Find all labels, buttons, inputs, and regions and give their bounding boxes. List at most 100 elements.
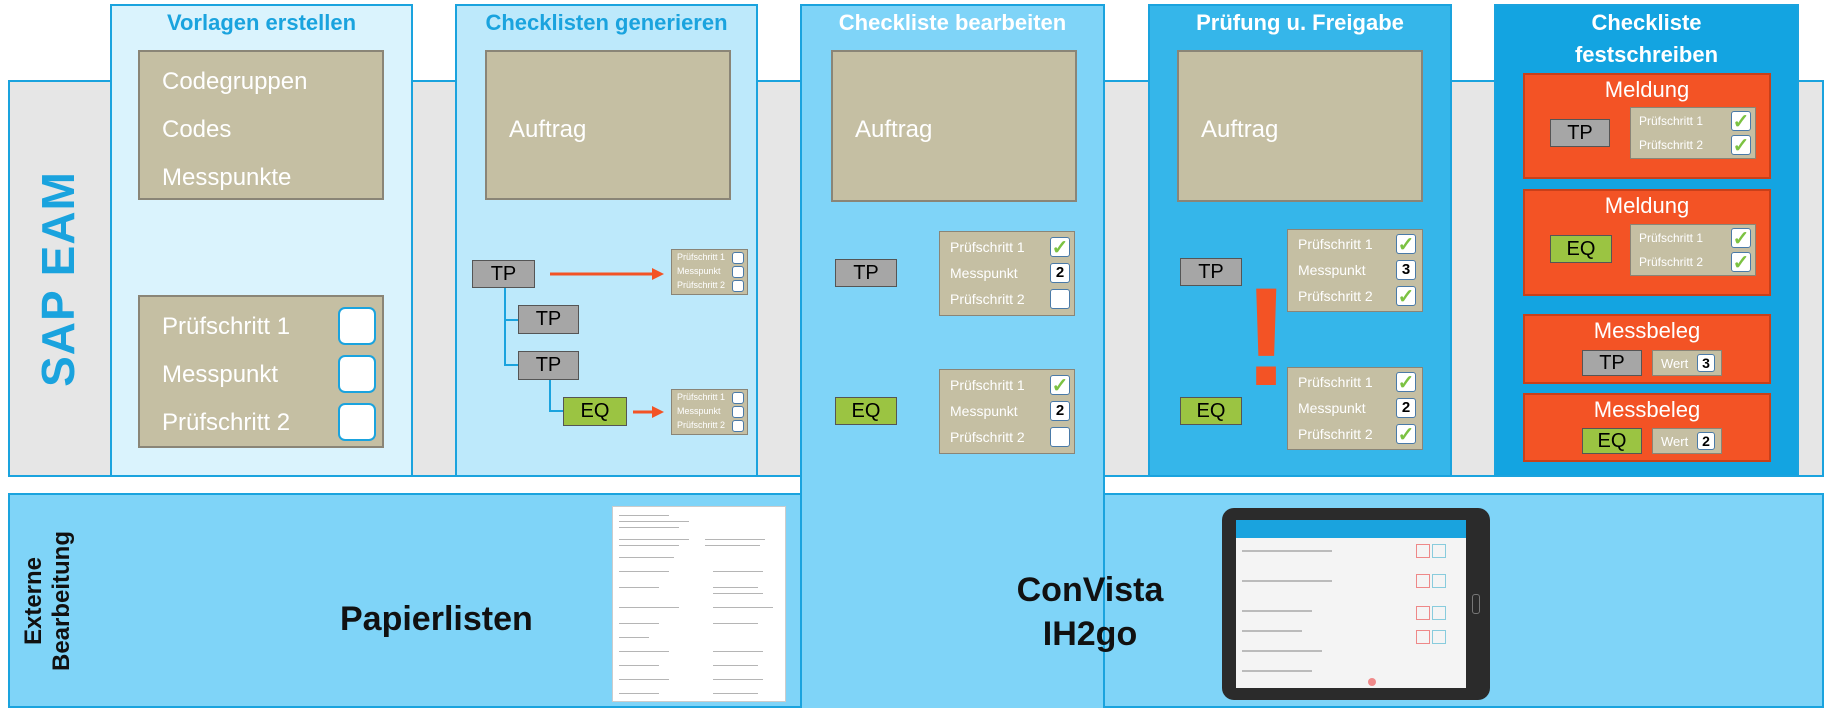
hierarchy-line	[504, 287, 506, 320]
value-box: 2	[1050, 401, 1070, 421]
checklist-row: Prüfschritt 1	[1639, 231, 1704, 245]
wert-field: Wert 2	[1652, 428, 1722, 454]
mini-row: Prüfschritt 1	[677, 392, 726, 402]
template-steps-box: Prüfschritt 1 Messpunkt Prüfschritt 2	[138, 295, 384, 448]
column-title: Checkliste bearbeiten	[838, 10, 1067, 35]
paper-checklist-image	[612, 506, 786, 702]
arrow-head	[652, 268, 664, 280]
checkbox	[732, 280, 744, 292]
checkbox	[1050, 427, 1070, 447]
tp-tag: TP	[518, 351, 579, 380]
template-item: Messpunkte	[162, 164, 292, 191]
messbeleg-title: Messbeleg	[1593, 318, 1701, 343]
template-step: Prüfschritt 1	[162, 313, 291, 340]
value-box: 2	[1697, 432, 1715, 450]
checklist-eq: Prüfschritt 1 Messpunkt Prüfschritt 2 2	[1287, 367, 1423, 450]
checklist-row: Messpunkt	[950, 265, 1018, 281]
hierarchy-line	[549, 378, 551, 411]
tp-tag: TP	[1582, 350, 1642, 376]
hierarchy-line	[504, 319, 518, 321]
column-title: Checklisten generieren	[485, 10, 728, 35]
checkbox-checked	[1396, 424, 1416, 444]
papierlisten-label: Papierlisten	[340, 600, 533, 638]
auftrag-label: Auftrag	[855, 116, 933, 143]
template-step: Prüfschritt 2	[162, 409, 291, 436]
eq-tag: EQ	[1180, 397, 1242, 425]
column-title: Vorlagen erstellen	[166, 10, 357, 35]
checklist-row: Prüfschritt 1	[950, 239, 1025, 255]
checkbox-checked	[1731, 252, 1751, 272]
tp-tag: TP	[1180, 258, 1242, 286]
checklist-row: Prüfschritt 2	[950, 429, 1025, 445]
checklist-row: Prüfschritt 2	[1298, 426, 1373, 442]
mini-row: Prüfschritt 1	[677, 252, 726, 262]
eq-tag: EQ	[835, 397, 897, 425]
messbeleg-box-eq: Messbeleg EQ Wert 2	[1523, 393, 1771, 462]
template-item: Codegruppen	[162, 68, 308, 95]
checklist-row: Prüfschritt 1	[1298, 236, 1373, 252]
auftrag-box: Auftrag	[1177, 50, 1423, 202]
convista-label: ConVista IH2go	[1000, 568, 1180, 656]
meldung-box-tp: Meldung TP Prüfschritt 1 Prüfschritt 2	[1523, 73, 1771, 179]
mini-row: Messpunkt	[677, 266, 721, 276]
messbeleg-title: Messbeleg	[1593, 397, 1701, 422]
tablet-image	[1222, 508, 1490, 700]
exclamation-mark: !	[1243, 258, 1290, 415]
eq-tag: EQ	[1582, 428, 1642, 454]
checklist-row: Messpunkt	[1298, 262, 1366, 278]
checkbox-checked	[1050, 375, 1070, 395]
messbeleg-box-tp: Messbeleg TP Wert 3	[1523, 314, 1771, 384]
eq-tag: EQ	[563, 397, 627, 426]
wert-field: Wert 3	[1652, 350, 1722, 376]
checklist-eq: Prüfschritt 1 Messpunkt Prüfschritt 2 2	[939, 369, 1075, 454]
short-checklist: Prüfschritt 1 Prüfschritt 2	[1630, 107, 1756, 159]
mini-checklist: Prüfschritt 1 Messpunkt Prüfschritt 2	[671, 389, 748, 435]
checkbox	[732, 392, 744, 404]
meldung-box-eq: Meldung EQ Prüfschritt 1 Prüfschritt 2	[1523, 189, 1771, 296]
wert-label: Wert	[1661, 356, 1689, 371]
mini-row: Messpunkt	[677, 406, 721, 416]
checkbox	[338, 307, 376, 345]
eq-tag: EQ	[1550, 235, 1612, 263]
hierarchy-line	[504, 364, 518, 366]
checklist-row: Messpunkt	[1298, 400, 1366, 416]
tp-tag: TP	[1550, 119, 1610, 147]
checkbox	[732, 406, 744, 418]
checklist-row: Prüfschritt 1	[1639, 114, 1704, 128]
hierarchy-line	[504, 319, 506, 365]
tp-tag: TP	[835, 259, 897, 287]
column-title-line1: Checkliste	[1591, 10, 1702, 35]
checklist-row: Prüfschritt 1	[950, 377, 1025, 393]
value-box: 2	[1050, 263, 1070, 283]
tp-tag: TP	[472, 260, 535, 288]
template-item: Codes	[162, 116, 232, 143]
meldung-title: Meldung	[1604, 77, 1690, 102]
checkbox-checked	[1731, 135, 1751, 155]
checklist-row: Prüfschritt 2	[1639, 255, 1704, 269]
auftrag-label: Auftrag	[1201, 116, 1279, 143]
mini-row: Prüfschritt 2	[677, 280, 726, 290]
checkbox	[732, 420, 744, 432]
mini-checklist: Prüfschritt 1 Messpunkt Prüfschritt 2	[671, 249, 748, 295]
checklist-row: Prüfschritt 2	[950, 291, 1025, 307]
arrow-head	[652, 406, 664, 418]
checkbox	[1050, 289, 1070, 309]
auftrag-box: Auftrag	[485, 50, 731, 200]
checkbox	[732, 266, 744, 278]
convista-line2: IH2go	[1042, 615, 1138, 653]
checkbox	[338, 355, 376, 393]
tp-tag: TP	[518, 305, 579, 334]
column-title-line2: festschreiben	[1574, 42, 1719, 67]
convista-line1: ConVista	[1016, 571, 1164, 609]
template-step: Messpunkt	[162, 361, 279, 388]
checklist-row: Prüfschritt 2	[1298, 288, 1373, 304]
column-title: Prüfung u. Freigabe	[1196, 10, 1404, 35]
tablet-home-button	[1472, 594, 1480, 614]
checkbox-checked	[1396, 372, 1416, 392]
checklist-tp: Prüfschritt 1 Messpunkt Prüfschritt 2 2	[939, 231, 1075, 316]
checklist-row: Messpunkt	[950, 403, 1018, 419]
checkbox-checked	[1731, 111, 1751, 131]
checklist-row: Prüfschritt 1	[1298, 374, 1373, 390]
template-items-box: Codegruppen Codes Messpunkte	[138, 50, 384, 200]
